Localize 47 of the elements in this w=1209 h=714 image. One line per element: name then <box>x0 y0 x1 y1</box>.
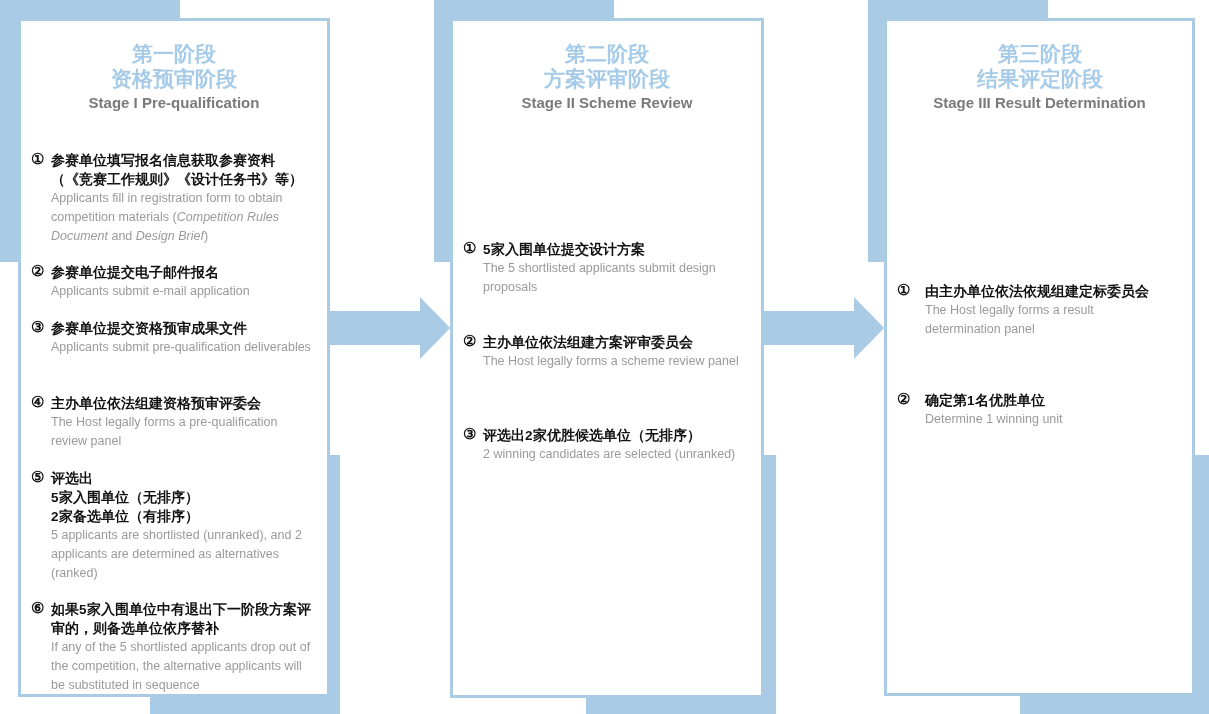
stage-title: 结果评定阶段 <box>975 66 1104 91</box>
stage-card <box>884 18 1195 696</box>
step-description: If any of the 5 shortlisted applicants drop out of the competition, the alternative applicants will be substituted in sequence <box>51 639 312 694</box>
stage-title: 方案评审阶段 <box>543 66 671 91</box>
stage-title: 第一阶段 <box>131 41 217 66</box>
step-number: ① <box>463 239 476 257</box>
step-description: Applicants submit pre-qualification deliverables <box>51 339 312 356</box>
step-title: 评选出 5家入围单位（无排序） 2家备选单位（有排序） <box>51 470 200 526</box>
block-arrow <box>764 296 884 360</box>
step-number: ⑥ <box>31 599 44 617</box>
step-number: ③ <box>463 425 476 443</box>
step-number: ① <box>897 281 910 299</box>
stage-card <box>450 18 764 698</box>
step-description: 5 applicants are shortlisted (unranked), and 2 applicants are determined as alternatives (ranked) <box>51 527 303 582</box>
stage-subtitle: Stage I Pre-qualification <box>87 94 261 111</box>
step-description: Determine 1 winning unit <box>925 411 1064 428</box>
step-description: The Host legally forms a pre-qualification review panel <box>51 414 279 450</box>
step-number: ① <box>31 150 44 168</box>
step-title: 参赛单位提交电子邮件报名 <box>51 264 220 282</box>
step-description: The Host legally forms a scheme review panel <box>483 353 740 370</box>
block-arrow <box>330 296 450 360</box>
step-description: Applicants fill in registration form to obtain competition materials (Competition Rules Document and Design Brief) <box>51 190 284 245</box>
step-description: The 5 shortlisted applicants submit design proposals <box>483 260 717 296</box>
step-title: 主办单位依法组建方案评审委员会 <box>483 334 694 352</box>
step-description: The Host legally forms a result determination panel <box>925 302 1095 338</box>
stage-subtitle: Stage III Result Determination <box>932 94 1147 111</box>
step-number: ② <box>463 332 476 350</box>
step-number: ④ <box>31 393 44 411</box>
stage-card <box>18 18 330 697</box>
step-description: 2 winning candidates are selected (unranked) <box>483 446 737 463</box>
step-number: ⑤ <box>31 468 44 486</box>
step-description: Applicants submit e-mail application <box>51 283 251 300</box>
step-title: 如果5家入围单位中有退出下一阶段方案评审的，则备选单位依序替补 <box>51 601 312 638</box>
step-number: ③ <box>31 318 44 336</box>
stage-title: 资格预审阶段 <box>110 66 238 91</box>
step-title: 确定第1名优胜单位 <box>925 392 1046 410</box>
step-title: 参赛单位提交资格预审成果文件 <box>51 320 248 338</box>
step-title: 参赛单位填写报名信息获取参赛资料（《竞赛工作规则》《设计任务书》等） <box>51 152 304 189</box>
step-title: 评选出2家优胜候选单位（无排序） <box>483 427 702 445</box>
stage-subtitle: Stage II Scheme Review <box>520 94 694 111</box>
step-title: 主办单位依法组建资格预审评委会 <box>51 395 262 413</box>
step-title: 5家入围单位提交设计方案 <box>483 241 646 259</box>
stage-title: 第二阶段 <box>564 41 650 66</box>
stage-title: 第三阶段 <box>996 41 1083 66</box>
step-title: 由主办单位依法依规组建定标委员会 <box>925 283 1150 301</box>
step-number: ② <box>31 262 44 280</box>
step-number: ② <box>897 390 910 408</box>
